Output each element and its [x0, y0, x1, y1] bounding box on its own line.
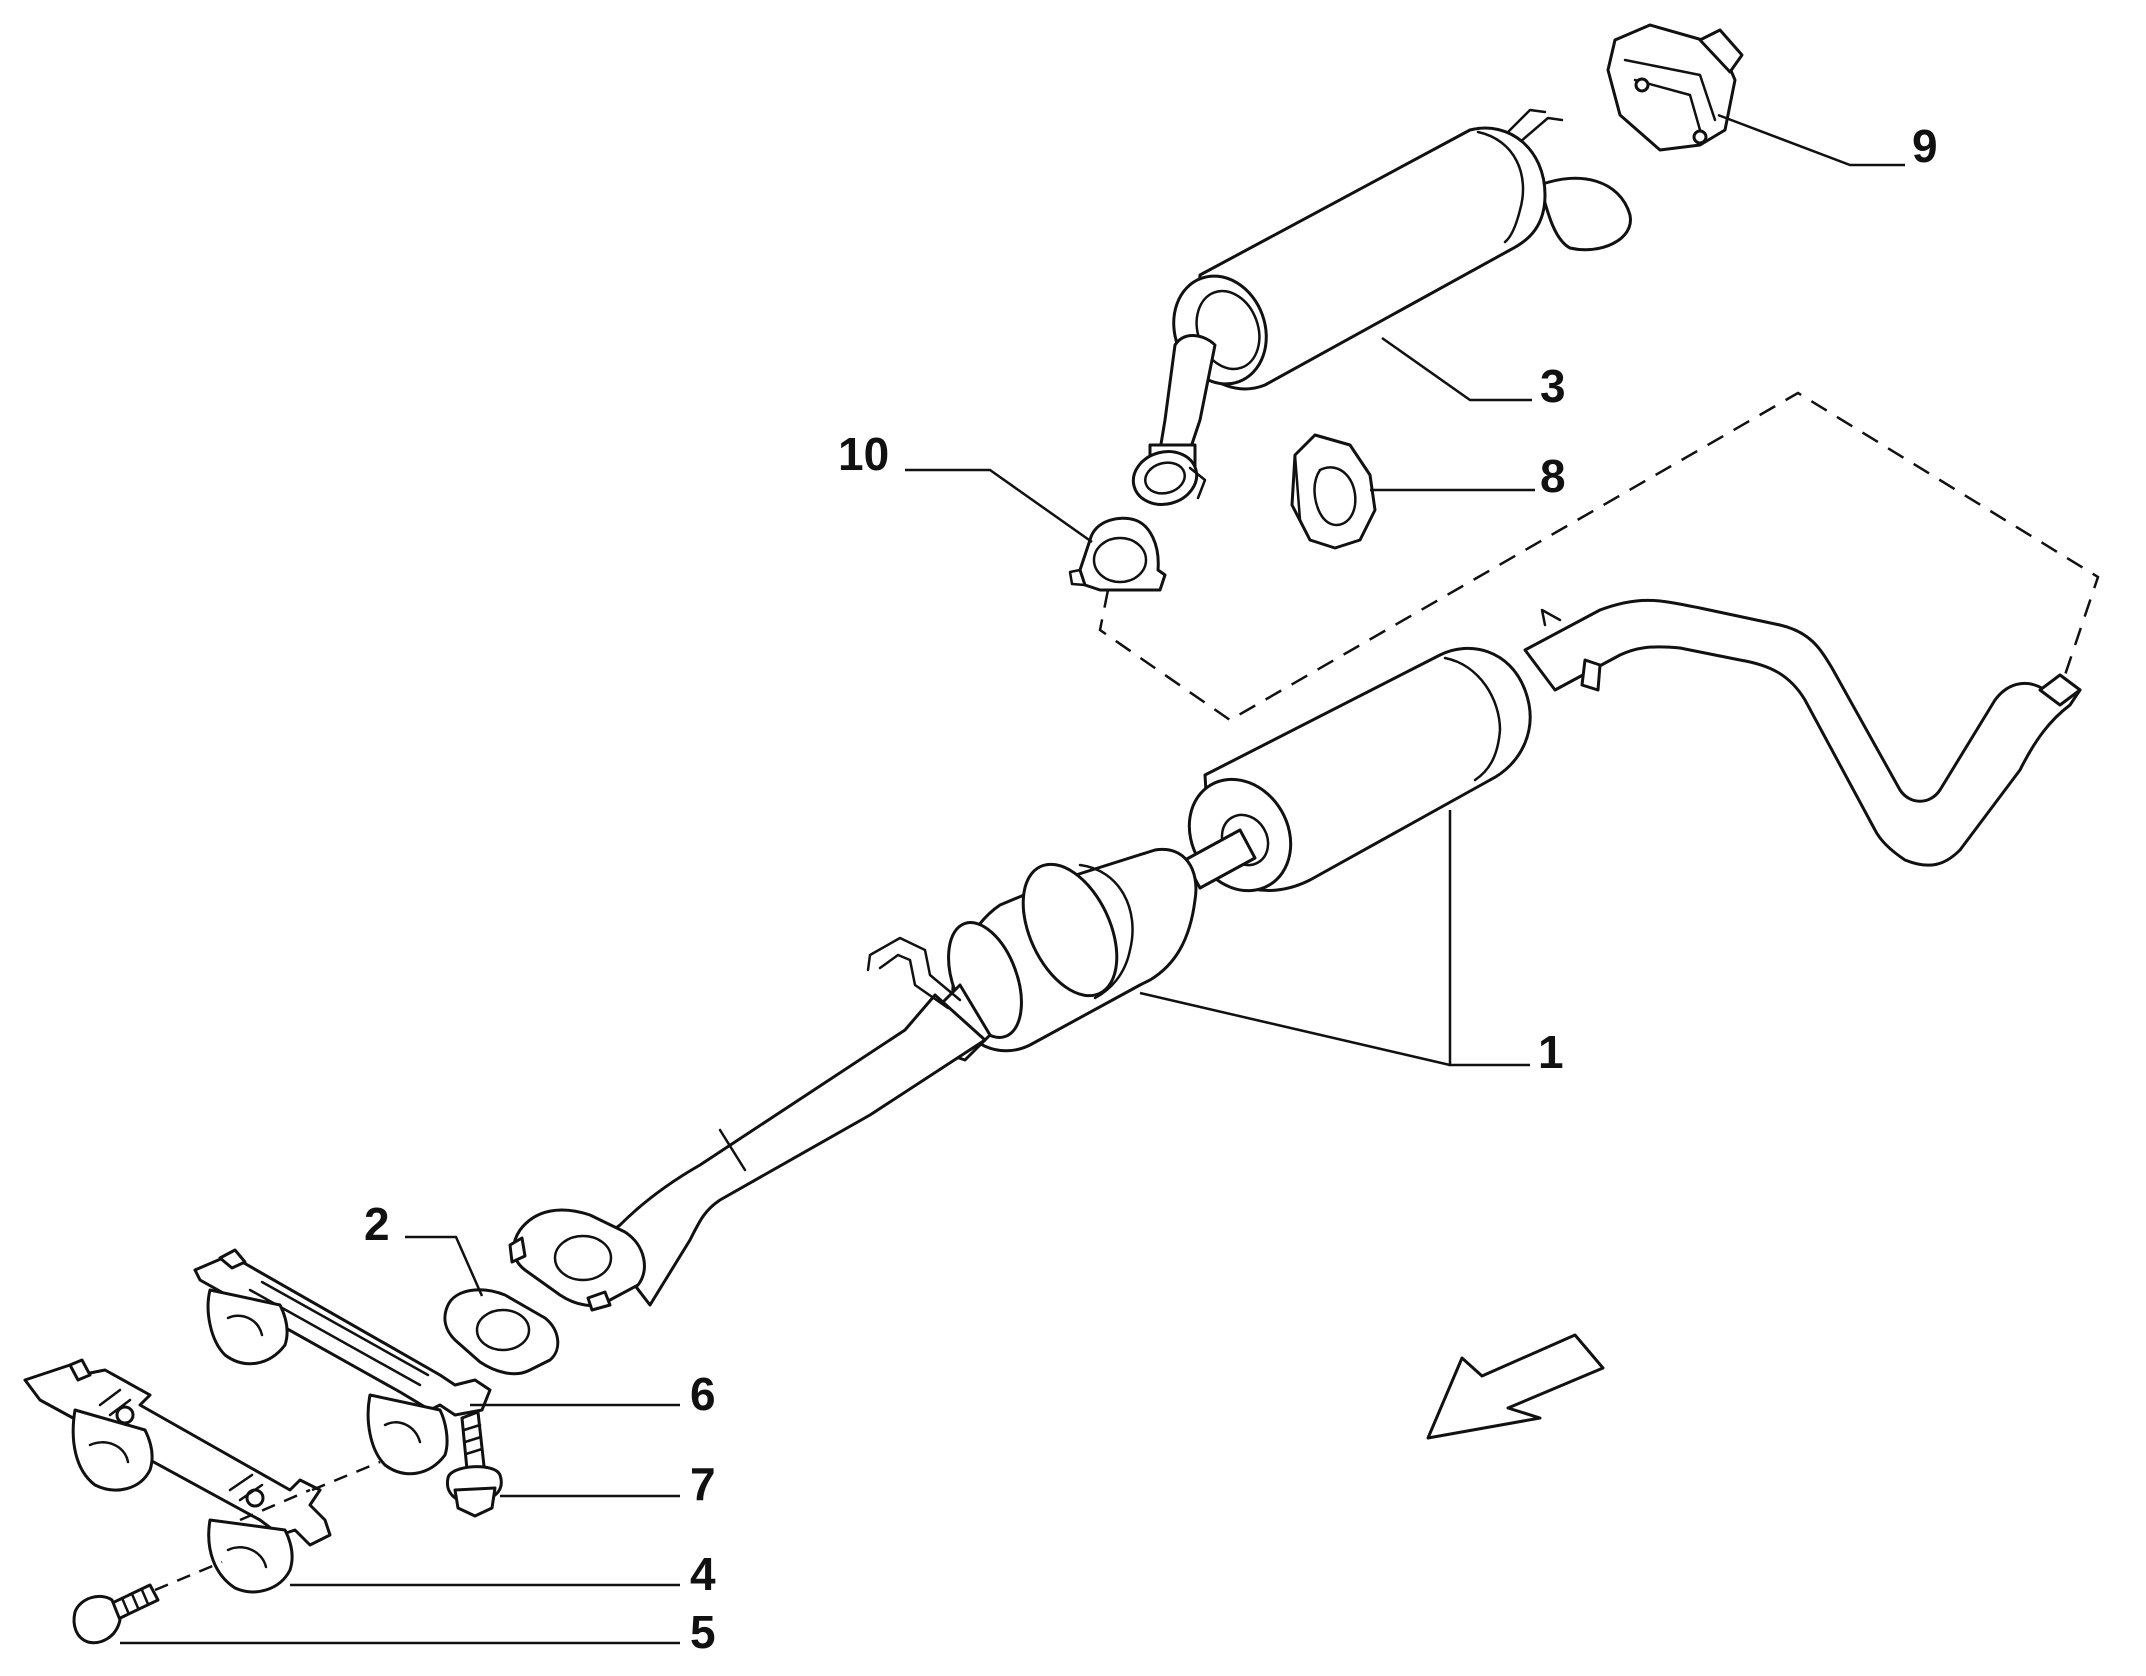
- hanger-bracket-front[interactable]: [23, 1358, 332, 1594]
- callout-labels: 9 3 8 10 1 2 6 7 4 5: [364, 120, 1938, 1658]
- callout-9: 9: [1912, 120, 1938, 172]
- flange-gasket[interactable]: [443, 1288, 560, 1376]
- callout-7: 7: [690, 1458, 716, 1510]
- leader-lines: [120, 113, 1905, 1645]
- bolt-flanged[interactable]: [445, 1410, 503, 1518]
- rear-bracket[interactable]: [1606, 23, 1744, 152]
- callout-8: 8: [1540, 450, 1566, 502]
- callout-10: 10: [838, 428, 889, 480]
- exhaust-pipe-assembly[interactable]: [508, 598, 2082, 1312]
- bolt-hex[interactable]: [72, 1583, 160, 1645]
- callout-6: 6: [690, 1368, 716, 1420]
- hanger-bracket-rear[interactable]: [193, 1248, 492, 1476]
- callout-5: 5: [690, 1606, 716, 1658]
- callout-1: 1: [1538, 1026, 1564, 1078]
- rear-silencer[interactable]: [1127, 108, 1632, 511]
- forward-arrow-icon: [1426, 1333, 1605, 1440]
- callout-2: 2: [364, 1198, 390, 1250]
- callout-3: 3: [1540, 360, 1566, 412]
- pipe-clamp[interactable]: [1068, 516, 1167, 592]
- rubber-hanger[interactable]: [1290, 433, 1377, 550]
- assembly-guides: [154, 391, 2100, 1592]
- callout-4: 4: [690, 1548, 716, 1600]
